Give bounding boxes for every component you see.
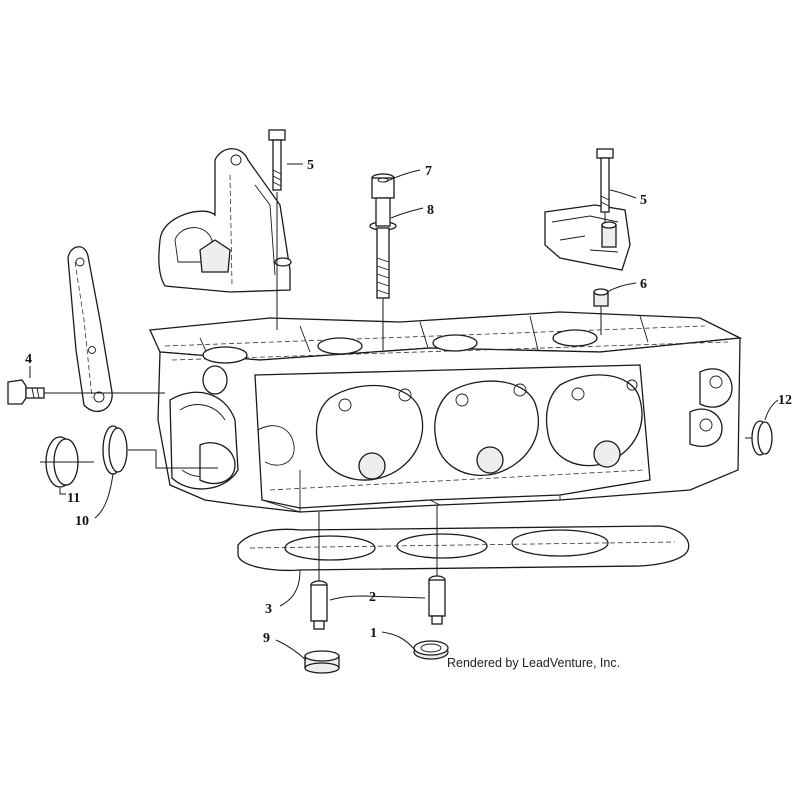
- callout-12: 12: [778, 393, 792, 408]
- callout-11: 11: [67, 491, 80, 506]
- callout-8: 8: [427, 203, 434, 218]
- callout-3: 3: [265, 602, 272, 617]
- bolt-4-left: [7, 379, 165, 405]
- head-gasket: [237, 525, 690, 572]
- plug-10: [102, 425, 218, 475]
- callout-9: 9: [263, 631, 270, 646]
- valve-seal-1: [413, 640, 449, 660]
- camshaft-cap-left: [158, 148, 292, 293]
- callout-labels: 1 2 3 4 5 5 6 7 8 9 10 11 12: [25, 158, 792, 646]
- bolt-5-right: [596, 148, 614, 222]
- callout-1: 1: [370, 626, 377, 641]
- plug-12: [745, 420, 773, 456]
- callout-leaders: [29, 163, 779, 661]
- callout-10: 10: [75, 514, 89, 529]
- callout-4: 4: [25, 352, 32, 367]
- plug-11: [40, 436, 94, 488]
- callout-5-left: 5: [307, 158, 314, 173]
- part-6-plug: [593, 288, 609, 335]
- side-gasket: [67, 246, 113, 412]
- cylinder-head: [149, 311, 743, 513]
- callout-5-right: 5: [640, 193, 647, 208]
- callout-7: 7: [425, 164, 432, 179]
- valve-seat-9: [304, 650, 340, 674]
- callout-6: 6: [640, 277, 647, 292]
- bolt-5-left: [268, 129, 286, 330]
- callout-2: 2: [369, 590, 376, 605]
- valve-guide-2-left: [310, 512, 328, 630]
- camshaft-cap-right: [544, 204, 631, 271]
- render-credit: Rendered by LeadVenture, Inc.: [447, 656, 620, 670]
- valve-guide-2-right: [428, 505, 446, 625]
